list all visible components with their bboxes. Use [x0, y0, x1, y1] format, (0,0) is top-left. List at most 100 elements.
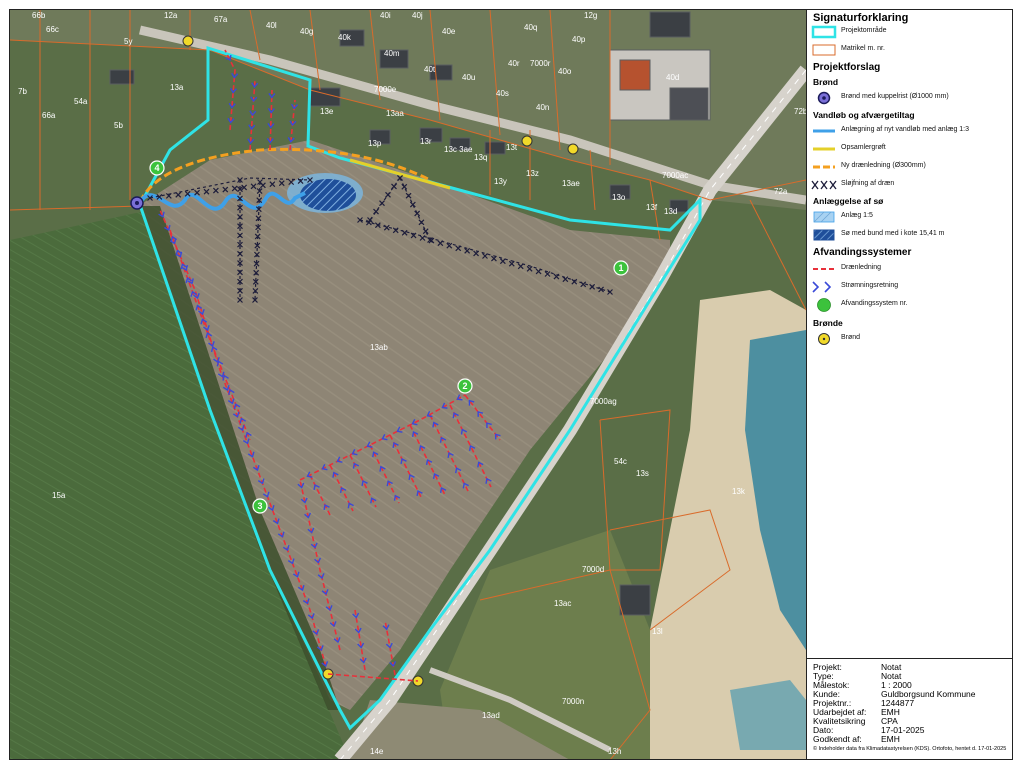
- flow-chevron-icon: [228, 102, 236, 109]
- legend-stream-heading: Vandløb og afværgetiltag: [813, 110, 915, 120]
- main-road-centerline: [339, 69, 806, 760]
- legend-lake-slope: Anlæg 1:5: [811, 209, 1011, 225]
- lateral-drain: [409, 424, 446, 496]
- flow-chevron-icon: [297, 585, 305, 592]
- flow-chevron-icon: [272, 518, 280, 525]
- info-key: Type:: [813, 671, 834, 681]
- flow-chevron-icon: [247, 138, 255, 145]
- parcel-label-p13ae: 13ae: [562, 179, 580, 188]
- flow-chevron-icon: [389, 661, 397, 667]
- flow-chevron-icon: [222, 374, 229, 381]
- flow-chevron-icon: [216, 360, 224, 367]
- parcel-label-p72a: 72a: [774, 187, 788, 196]
- closed-drain-x-icon: [250, 183, 257, 190]
- flow-chevron-icon: [426, 410, 433, 418]
- info-value: Notat: [881, 671, 902, 681]
- orthophoto-map: 1 2 3 4 13ab15a7000ag13k13ac7000d13l13ad…: [10, 10, 806, 760]
- village-road: [138, 25, 806, 205]
- legend-new-drain: Ny drænledning (Ø300mm): [811, 159, 1011, 175]
- flow-chevron-icon: [304, 512, 312, 519]
- well-marker[interactable]: [182, 35, 194, 47]
- flow-chevron-icon: [313, 483, 320, 491]
- closed-drain-x-icon: [379, 200, 385, 207]
- well-marker[interactable]: [567, 143, 579, 155]
- flow-chevron-icon: [181, 264, 189, 272]
- flow-chevron-icon: [486, 422, 492, 429]
- legend-system-no-label: Afvandingssystem nr.: [841, 300, 908, 307]
- closed-drain-x-icon: [256, 197, 263, 204]
- parcel-label-p7000ag: 7000ag: [590, 397, 617, 406]
- system-marker-3[interactable]: 3: [252, 498, 268, 514]
- west-green-field: [10, 210, 350, 760]
- closed-drain-x-icon: [418, 219, 425, 226]
- parcel-label-p13ac: 13ac: [554, 599, 571, 608]
- flow-chevron-icon: [307, 527, 315, 534]
- flow-chevron-icon: [333, 637, 341, 644]
- lateral-drain: [449, 404, 492, 488]
- flow-chevron-icon: [357, 642, 365, 649]
- flow-chevron-icon: [477, 410, 484, 417]
- flow-chevron-icon: [418, 444, 426, 452]
- closed-drain-x-icon: [464, 247, 471, 254]
- flow-chevron-icon: [452, 412, 459, 419]
- closed-drain-x-marks: [147, 175, 613, 303]
- flow-chevron-icon: [225, 54, 232, 62]
- flow-chevron-icon: [198, 309, 205, 316]
- parcel-label-p13q: 13q: [474, 153, 487, 162]
- parcel-label-p13z: 13z: [526, 169, 539, 178]
- closed-drain-x-icon: [175, 191, 182, 198]
- flow-chevron-icon: [359, 657, 367, 664]
- flow-chevron-icon: [396, 426, 403, 433]
- flow-chevron-icon: [190, 290, 198, 297]
- system-label-4: 4: [154, 163, 159, 173]
- legend-project-area-label: Projektområde: [841, 27, 887, 34]
- flow-chevron-icon: [447, 451, 454, 459]
- closed-drain-x-icon: [237, 260, 243, 267]
- flow-chevron-icon: [432, 472, 440, 480]
- closed-drain-x-icon: [455, 245, 462, 252]
- flow-chevron-icon: [439, 486, 447, 494]
- flow-chevron-icon: [237, 425, 245, 432]
- closed-drain-x-icon: [237, 186, 243, 193]
- flow-chevron-icon: [332, 471, 339, 478]
- tree-belt: [140, 206, 340, 710]
- flow-chevron-icon: [217, 371, 225, 378]
- flow-chevron-icon: [411, 430, 419, 438]
- closed-drain-x-icon: [419, 235, 426, 241]
- flow-chevron-icon: [302, 598, 310, 605]
- flow-chevron-icon: [306, 471, 313, 478]
- legend-stream-new-label: Anlægning af nyt vandløb med anlæg 1:3: [841, 126, 970, 133]
- closed-drain-x-icon: [391, 183, 397, 190]
- system-marker-4[interactable]: 4: [149, 160, 165, 176]
- closed-drain-x-icon: [237, 250, 243, 257]
- lake-bottom-swatch: [813, 229, 835, 241]
- parcel-label-p5b: 5b: [114, 121, 123, 130]
- closed-drain-x-icon: [422, 228, 429, 235]
- flow-chevron-icon: [439, 436, 447, 443]
- info-key: Projektnr.:: [813, 698, 852, 708]
- system-marker-2[interactable]: 2: [457, 378, 473, 394]
- flow-chevron-icon: [257, 478, 265, 485]
- flow-chevron-icon: [213, 357, 220, 364]
- drain-line: [464, 394, 501, 441]
- info-value: CPA: [881, 716, 898, 726]
- flow-chevron-icon: [282, 545, 290, 552]
- system-label-2: 2: [462, 381, 467, 391]
- flow-chevron-icon: [336, 456, 343, 463]
- flow-chevron-icon: [307, 613, 315, 620]
- flow-chevron-icon: [351, 448, 358, 456]
- closed-drain-x-icon: [410, 232, 417, 239]
- closed-drain-x-icon: [357, 217, 363, 223]
- parcel-label-p67a: 67a: [214, 15, 228, 24]
- system-marker-1[interactable]: 1: [613, 260, 629, 276]
- legend-stream-new: Anlægning af nyt vandløb med anlæg 1:3: [811, 123, 1011, 139]
- info-value: Guldborgsund Kommune: [881, 689, 976, 699]
- closed-drain-x-icon: [203, 188, 210, 195]
- legend-proposal-heading: Projektforslag: [813, 62, 881, 73]
- well-marker[interactable]: [521, 135, 533, 147]
- closed-drain-x-icon: [237, 278, 243, 285]
- legend-parcel-label: Matrikel m. nr.: [841, 45, 885, 52]
- flow-chevron-icon: [248, 124, 256, 131]
- flow-direction-chevrons: [158, 54, 501, 668]
